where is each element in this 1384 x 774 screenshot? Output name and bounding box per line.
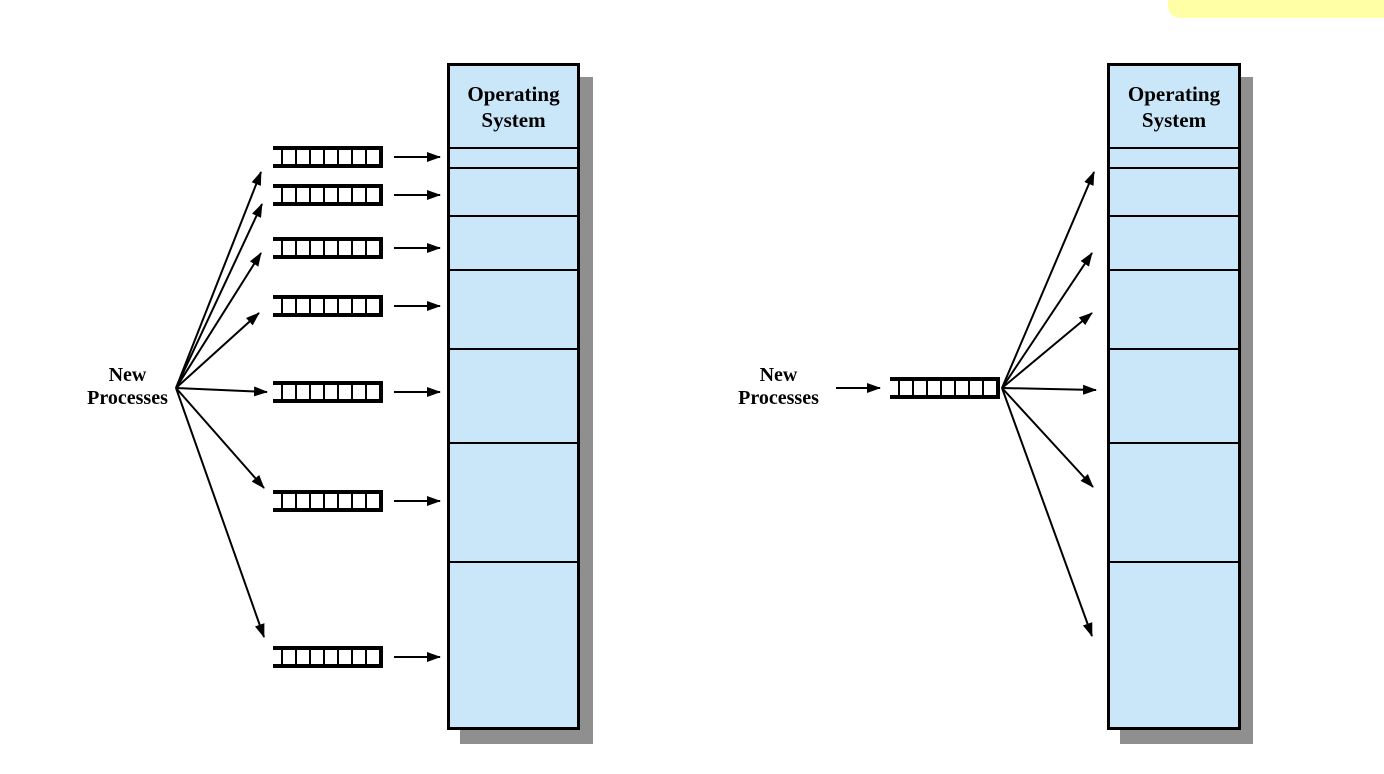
left-os-box: Operating System [447,63,580,730]
left-new-processes-line2: Processes [87,387,168,409]
right-os-box: Operating System [1107,63,1241,730]
left-queue-arrows [394,152,441,662]
partition-divider [450,269,577,271]
partition-divider [1110,442,1238,444]
queue-cells [281,299,383,313]
partition-divider [450,348,577,350]
partition-divider [1110,147,1238,149]
left-os-title-line1: Operating [467,81,560,106]
partition-divider [1110,167,1238,169]
right-new-processes-line2: Processes [738,387,819,409]
queue-cells [281,385,383,399]
left-process-queue-1 [273,146,383,168]
partition-divider [1110,561,1238,563]
partition-divider [450,561,577,563]
left-os-title-line2: System [481,107,546,132]
right-os-title: Operating System [1110,66,1238,147]
left-process-queue-4 [273,295,383,317]
left-new-processes-line1: New [108,364,147,386]
partition-divider [1110,269,1238,271]
queue-cells [281,188,383,202]
left-process-queue-3 [273,237,383,259]
right-os-title-line2: System [1141,107,1207,132]
left-process-queue-6 [273,490,383,512]
partition-divider [1110,348,1238,350]
right-os-title-line1: Operating [1127,81,1221,106]
partition-divider [450,167,577,169]
right-process-queue [890,377,1000,399]
highlight-note [1168,0,1384,18]
queue-cells [281,494,383,508]
right-new-processes-line1: New [759,364,798,386]
left-process-queue-2 [273,184,383,206]
queue-cells [281,241,383,255]
partition-divider [450,147,577,149]
left-os-title: Operating System [450,66,577,147]
right-fan-arrows [1001,171,1097,637]
right-new-processes-label: New Processes [706,364,851,410]
left-process-queue-5 [273,381,383,403]
partition-divider [450,215,577,217]
partition-divider [450,442,577,444]
partition-divider [1110,215,1238,217]
queue-cells [281,650,383,664]
queue-cells [281,150,383,164]
queue-cells [898,381,1000,395]
left-process-queue-7 [273,646,383,668]
left-new-processes-label: New Processes [55,364,200,410]
